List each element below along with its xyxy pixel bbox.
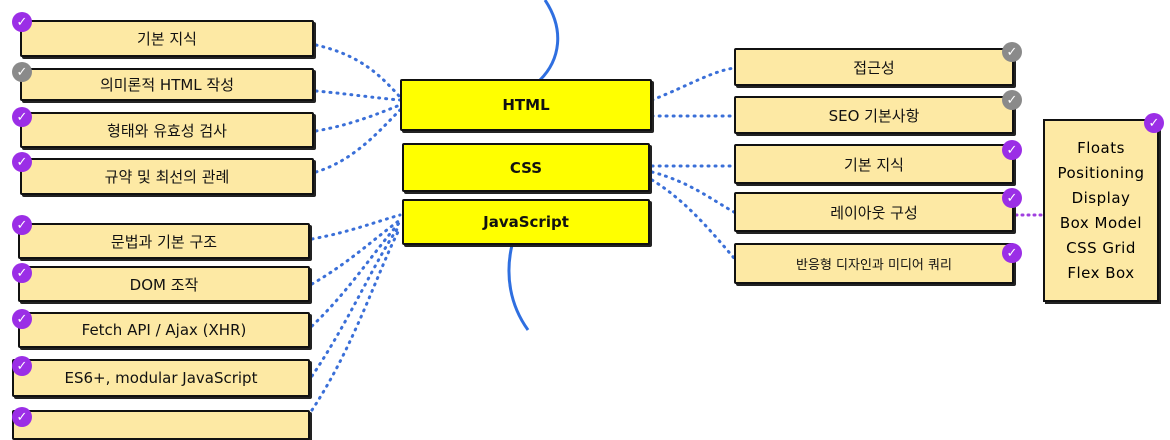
node-label: 기본 지식 <box>137 30 197 48</box>
node-label: SEO 기본사항 <box>828 106 920 125</box>
node-js-fifth[interactable] <box>12 410 310 440</box>
node-label: DOM 조작 <box>129 275 199 294</box>
link-html-basic <box>314 43 402 99</box>
link-js-fifth <box>310 226 402 412</box>
check-circle-purple-icon: ✓ <box>1002 188 1022 208</box>
topic-css[interactable]: CSS <box>402 143 650 192</box>
link-html-forms <box>314 103 402 133</box>
check-circle-grey-icon: ✓ <box>1002 90 1022 110</box>
node-html-forms[interactable]: 형태와 유효성 검사 <box>20 112 314 148</box>
node-html-accessibility[interactable]: 접근성 <box>734 48 1014 86</box>
node-label: 반응형 디자인과 미디어 쿼리 <box>796 258 952 273</box>
link-js-dom <box>310 218 402 286</box>
node-label: 의미론적 HTML 작성 <box>99 76 235 94</box>
node-js-fetch[interactable]: Fetch API / Ajax (XHR) <box>18 312 310 348</box>
check-circle-purple-icon: ✓ <box>12 215 32 235</box>
layout-topic-positioning: Positioning <box>1057 164 1145 182</box>
node-html-semantic[interactable]: 의미론적 HTML 작성 <box>20 68 314 101</box>
link-js-syntax <box>310 213 402 241</box>
link-js-es6 <box>310 223 402 378</box>
link-html-conventions <box>314 108 402 174</box>
node-label: ES6+, modular JavaScript <box>64 369 258 387</box>
node-label: 기본 지식 <box>844 155 904 174</box>
check-circle-purple-icon: ✓ <box>12 263 32 283</box>
check-circle-purple-icon: ✓ <box>12 152 32 172</box>
node-label: 형태와 유효성 검사 <box>107 121 227 140</box>
topic-css-label: CSS <box>509 158 543 177</box>
check-circle-grey-icon: ✓ <box>1002 42 1022 62</box>
link-css-responsive <box>650 178 736 260</box>
check-circle-purple-icon: ✓ <box>1144 113 1164 133</box>
node-js-dom[interactable]: DOM 조작 <box>18 266 310 302</box>
layout-topic-display: Display <box>1071 189 1131 207</box>
spine-top <box>538 0 560 82</box>
node-label: Fetch API / Ajax (XHR) <box>81 321 247 339</box>
layout-topic-flex-box: Flex Box <box>1067 264 1135 282</box>
check-circle-grey-icon: ✓ <box>12 62 32 82</box>
node-html-seo[interactable]: SEO 기본사항 <box>734 96 1014 134</box>
check-circle-purple-icon: ✓ <box>1002 140 1022 160</box>
link-html-a11y <box>650 66 736 102</box>
node-css-responsive[interactable]: 반응형 디자인과 미디어 쿼리 <box>734 243 1014 284</box>
check-circle-purple-icon: ✓ <box>12 407 32 427</box>
topic-javascript-label: JavaScript <box>483 213 569 231</box>
node-html-basics[interactable]: 기본 지식 <box>20 20 314 57</box>
topic-html-label: HTML <box>502 96 550 114</box>
spine-bottom <box>507 244 530 331</box>
node-js-syntax[interactable]: 문법과 기본 구조 <box>18 223 310 259</box>
topic-html[interactable]: HTML <box>400 79 652 131</box>
node-js-es6[interactable]: ES6+, modular JavaScript <box>12 359 310 397</box>
link-css-layout <box>650 170 736 214</box>
node-label: 접근성 <box>853 58 895 77</box>
node-css-basics[interactable]: 기본 지식 <box>734 144 1014 184</box>
node-label: 문법과 기본 구조 <box>110 232 218 251</box>
css-layout-topics-panel[interactable]: Floats Positioning Display Box Model CSS… <box>1043 119 1159 302</box>
check-circle-purple-icon: ✓ <box>12 309 32 329</box>
layout-topic-css-grid: CSS Grid <box>1066 239 1136 257</box>
topic-javascript[interactable]: JavaScript <box>402 199 650 245</box>
check-circle-purple-icon: ✓ <box>1002 243 1022 263</box>
check-circle-purple-icon: ✓ <box>12 356 32 376</box>
link-html-semantic <box>314 89 402 102</box>
layout-topic-floats: Floats <box>1077 139 1125 157</box>
layout-topic-box-model: Box Model <box>1059 214 1143 232</box>
connector-layer <box>310 0 1045 412</box>
node-label: 레이아웃 구성 <box>830 203 918 222</box>
check-circle-purple-icon: ✓ <box>12 107 32 127</box>
node-css-layout[interactable]: 레이아웃 구성 <box>734 192 1014 232</box>
check-circle-purple-icon: ✓ <box>12 12 32 32</box>
node-label: 규약 및 최선의 관례 <box>104 168 230 186</box>
node-html-conventions[interactable]: 규약 및 최선의 관례 <box>20 158 314 195</box>
